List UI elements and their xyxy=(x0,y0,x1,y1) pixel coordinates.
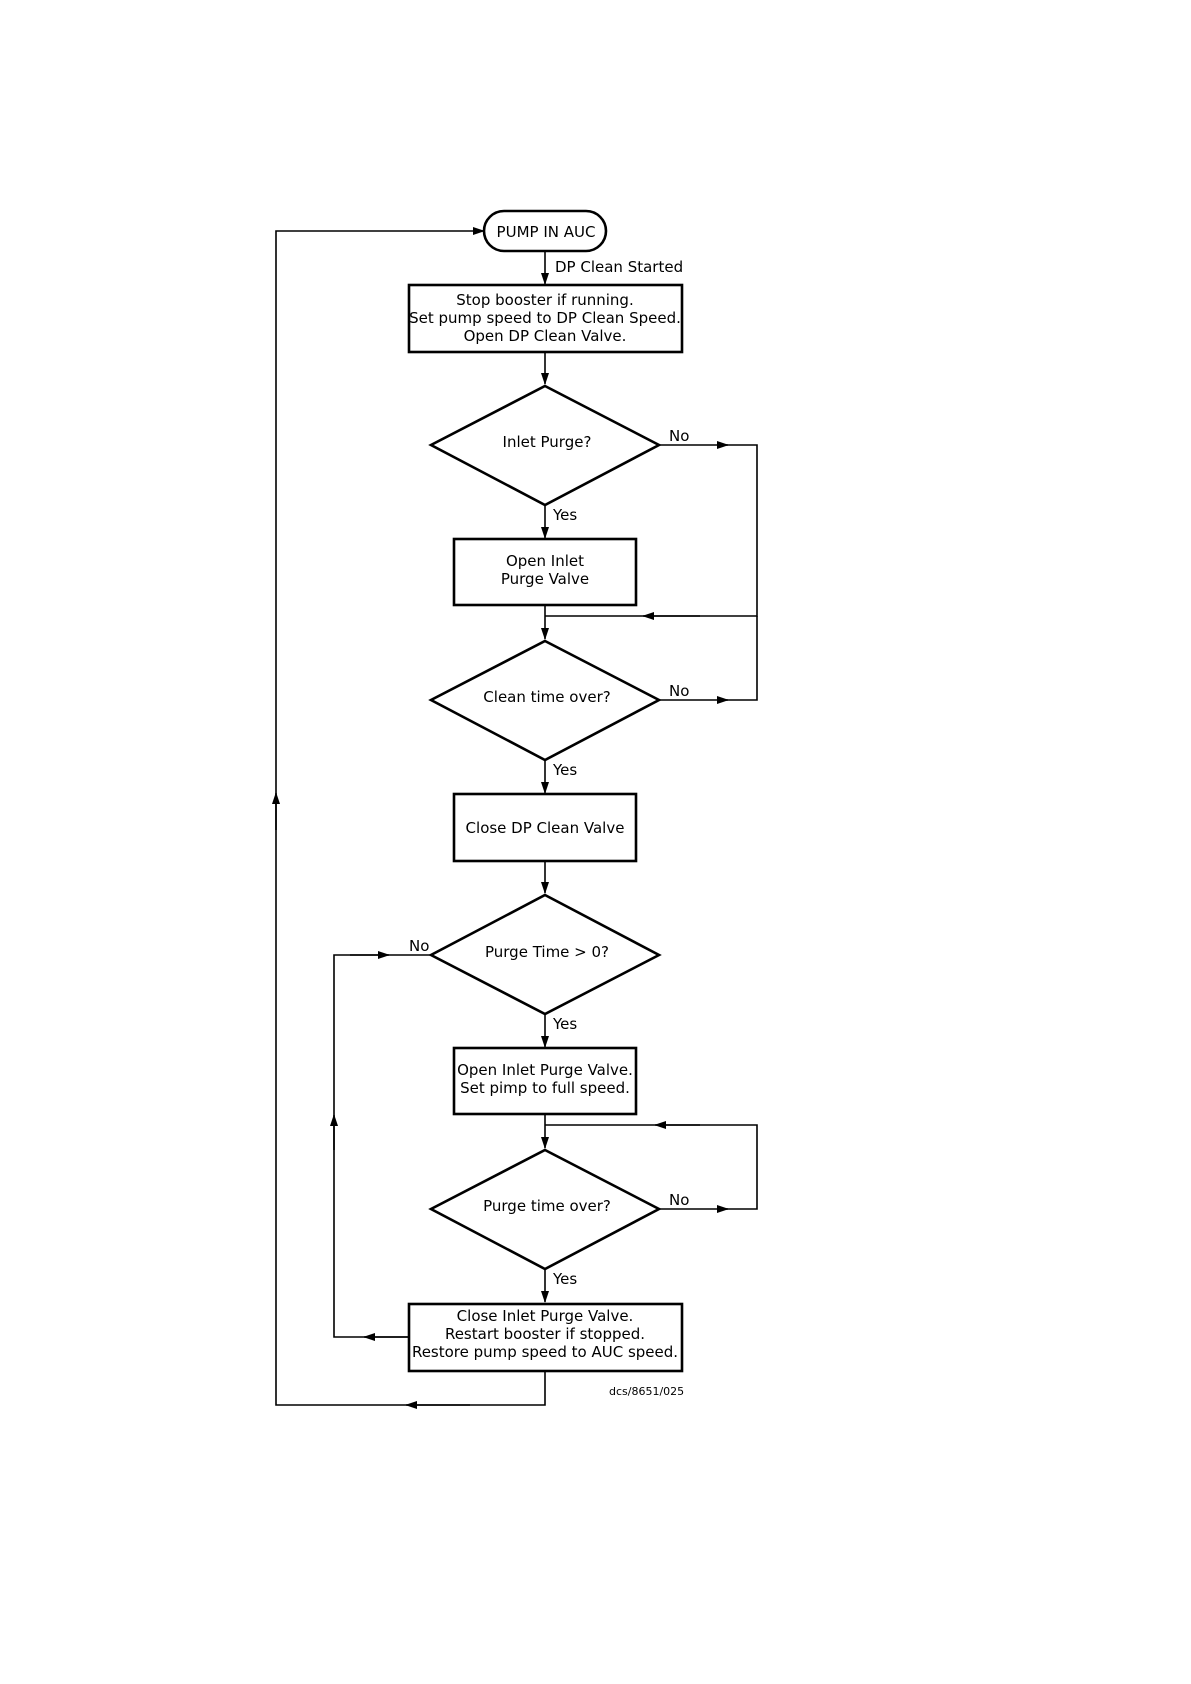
reference-code: dcs/8651/025 xyxy=(609,1385,684,1398)
close-dp-clean-label: Close DP Clean Valve xyxy=(466,819,625,837)
start-label: PUMP IN AUC xyxy=(497,223,596,241)
connectors xyxy=(272,227,758,1409)
close-inlet-restart-line-3: Restore pump speed to AUC speed. xyxy=(412,1343,678,1361)
stop-booster-line-1: Stop booster if running. xyxy=(456,291,633,309)
decision-purge-gt0 xyxy=(428,893,662,1016)
decision-purge-over xyxy=(428,1148,662,1271)
open-inlet-full-line-2: Set pimp to full speed. xyxy=(460,1079,630,1097)
open-inlet-purge-line-2: Purge Valve xyxy=(501,570,589,588)
process-stop-booster xyxy=(407,283,684,354)
edge-purge-over-no-return xyxy=(545,1124,758,1210)
inlet-purge-question: Inlet Purge? xyxy=(503,433,592,451)
terminal-start xyxy=(482,209,608,253)
purge-gt0-question: Purge Time > 0? xyxy=(485,943,609,961)
edge-return-to-start xyxy=(275,227,546,1406)
purge-over-question: Purge time over? xyxy=(483,1197,611,1215)
open-inlet-purge-line-1: Open Inlet xyxy=(506,552,584,570)
edge-clean-time-no-return xyxy=(720,616,758,701)
process-open-inlet-purge xyxy=(452,537,638,607)
open-inlet-full-line-1: Open Inlet Purge Valve. xyxy=(457,1061,633,1079)
process-close-inlet-restart xyxy=(407,1302,684,1373)
label-dp-clean-started: DP Clean Started xyxy=(555,258,683,276)
stop-booster-line-2: Set pump speed to DP Clean Speed. xyxy=(409,309,681,327)
decision-inlet-purge xyxy=(428,384,662,507)
decision-clean-time xyxy=(428,639,662,762)
close-inlet-restart-line-1: Close Inlet Purge Valve. xyxy=(457,1307,634,1325)
edge-restart-to-purge-gt0 xyxy=(333,954,431,1338)
clean-time-question: Clean time over? xyxy=(483,688,610,706)
label-clean-time-yes: Yes xyxy=(552,761,577,779)
stop-booster-line-3: Open DP Clean Valve. xyxy=(464,327,627,345)
label-inlet-purge-yes: Yes xyxy=(552,506,577,524)
close-inlet-restart-line-2: Restart booster if stopped. xyxy=(445,1325,645,1343)
label-purge-over-no: No xyxy=(669,1191,689,1209)
label-purge-gt0-yes: Yes xyxy=(552,1015,577,1033)
label-clean-time-no: No xyxy=(669,682,689,700)
label-purge-gt0-no: No xyxy=(409,937,429,955)
label-purge-over-yes: Yes xyxy=(552,1270,577,1288)
nodes xyxy=(407,209,684,1373)
process-open-inlet-full xyxy=(452,1046,638,1116)
process-close-dp-clean xyxy=(452,792,638,863)
label-inlet-purge-no: No xyxy=(669,427,689,445)
